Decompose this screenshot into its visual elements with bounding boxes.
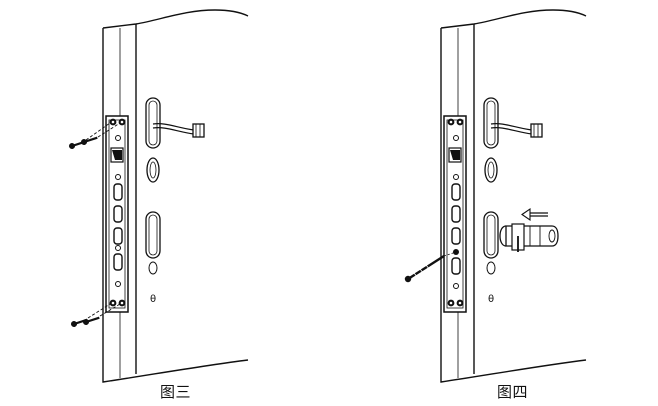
lock-faceplate <box>105 115 129 313</box>
cable-connector <box>490 123 543 138</box>
lock-cylinder <box>499 223 559 252</box>
insert-arrow <box>521 207 548 222</box>
door-cutouts: θ <box>145 97 161 305</box>
figure-4: θ <box>404 9 587 383</box>
door-cutouts: θ <box>483 97 499 305</box>
figure-3-caption: 图三 <box>160 383 192 401</box>
door-outline <box>440 9 587 383</box>
cable-connector <box>152 123 205 138</box>
screws-top <box>67 122 121 151</box>
cylinder-screw <box>404 251 457 283</box>
figure-4-caption: 图四 <box>497 383 529 401</box>
screws-bottom <box>69 303 121 329</box>
door-outline <box>102 9 249 383</box>
svg-text:θ: θ <box>488 294 494 305</box>
svg-text:θ: θ <box>150 294 156 305</box>
figure-3: θ <box>67 9 249 383</box>
lock-faceplate <box>443 115 467 313</box>
